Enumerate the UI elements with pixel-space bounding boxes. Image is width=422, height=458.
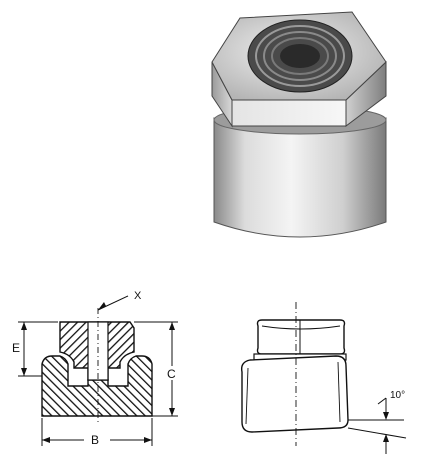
- label-angle: 10°: [390, 390, 405, 401]
- nut-photo: [211, 11, 387, 238]
- label-c: C: [167, 367, 176, 381]
- side-hex-head: [256, 319, 346, 355]
- side-view: [240, 302, 407, 454]
- section-lower-hatch: [41, 355, 153, 417]
- x-leader: [97, 295, 129, 311]
- angle-tilt-line: [347, 427, 407, 439]
- side-body: [240, 355, 349, 433]
- label-x: X: [134, 290, 142, 302]
- label-b: B: [91, 433, 99, 447]
- nut-cylinder: [213, 117, 387, 238]
- section-view: [18, 295, 178, 446]
- label-e: E: [12, 341, 20, 355]
- hex-face-middle: [231, 99, 347, 127]
